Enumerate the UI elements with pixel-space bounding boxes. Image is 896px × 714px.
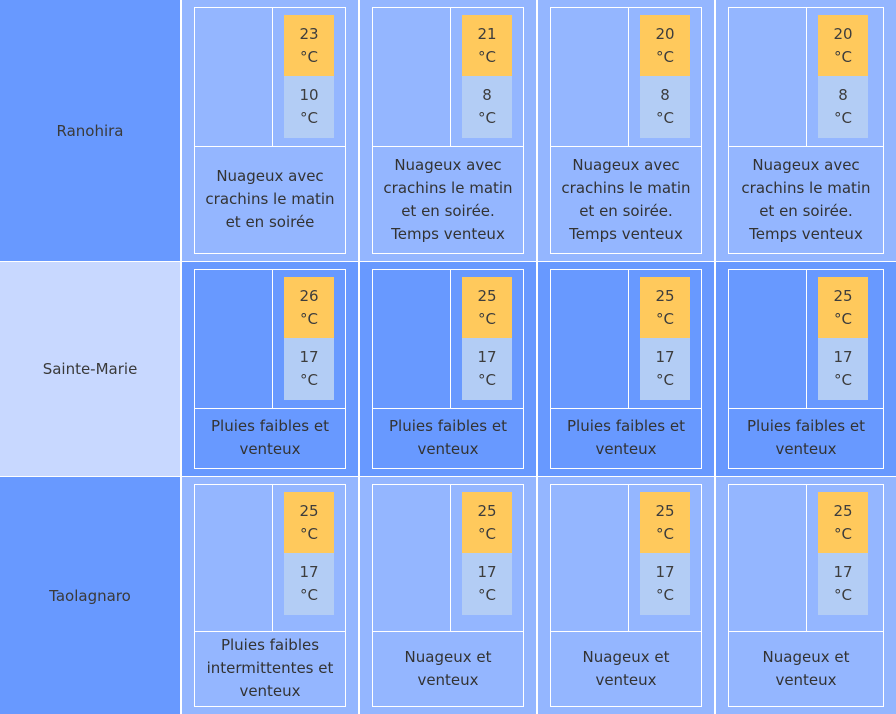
weather-icon: [373, 485, 451, 631]
forecast-cell: 25 °C 17 °C Pluies faibles et venteux: [715, 262, 896, 476]
temperature-panel: 25 °C 17 °C: [729, 270, 883, 409]
forecast-cell: 25 °C 17 °C Nuageux et venteux: [537, 477, 714, 714]
temperature-panel: 25 °C 17 °C: [373, 485, 523, 632]
max-temp: 25 °C: [640, 277, 690, 338]
max-temp: 23 °C: [284, 15, 334, 76]
city-name: Sainte-Marie: [0, 262, 180, 476]
forecast-cell: 25 °C 17 °C Pluies faibles et venteux: [359, 262, 536, 476]
weather-description: Pluies faibles et venteux: [567, 417, 685, 458]
forecast-card: 25 °C 17 °C Pluies faibles intermittente…: [194, 484, 346, 707]
weather-description: Pluies faibles et venteux: [389, 417, 507, 458]
forecast-row-sainte-marie: Sainte-Marie 26 °C 17 °C Pluies faibles …: [0, 262, 896, 476]
max-temp: 21 °C: [462, 15, 512, 76]
weather-description: Nuageux et venteux: [762, 647, 850, 689]
min-temp: 17 °C: [818, 553, 868, 615]
temperature-panel: 23 °C 10 °C: [195, 8, 345, 147]
weather-description: Nuageux avec crachins le matin et en soi…: [205, 167, 335, 231]
max-temp: 25 °C: [462, 492, 512, 553]
forecast-card: 25 °C 17 °C Nuageux et venteux: [550, 484, 702, 707]
weather-icon: [729, 270, 807, 408]
forecast-row-ranohira: Ranohira 23 °C 10 °C Nuageux avec crachi…: [0, 0, 896, 261]
min-temp: 17 °C: [640, 553, 690, 615]
min-temp: 17 °C: [462, 338, 512, 400]
forecast-card: 20 °C 8 °C Nuageux avec crachins le mati…: [728, 7, 884, 254]
max-temp: 25 °C: [640, 492, 690, 553]
weather-icon: [195, 270, 273, 408]
forecast-cell: 20 °C 8 °C Nuageux avec crachins le mati…: [715, 0, 896, 261]
weather-icon: [551, 270, 629, 408]
city-name: Taolagnaro: [0, 477, 180, 714]
forecast-cell: 25 °C 17 °C Nuageux et venteux: [359, 477, 536, 714]
forecast-cell: 23 °C 10 °C Nuageux avec crachins le mat…: [181, 0, 358, 261]
temperature-panel: 25 °C 17 °C: [551, 485, 701, 632]
min-temp: 10 °C: [284, 76, 334, 138]
weather-icon: [195, 8, 273, 146]
weather-description: Nuageux et venteux: [404, 647, 492, 689]
max-temp: 25 °C: [284, 492, 334, 553]
max-temp: 25 °C: [462, 277, 512, 338]
weather-description: Nuageux avec crachins le matin et en soi…: [741, 155, 871, 243]
weather-icon: [551, 485, 629, 631]
city-name: Ranohira: [0, 0, 180, 261]
forecast-cell: 26 °C 17 °C Pluies faibles et venteux: [181, 262, 358, 476]
min-temp: 17 °C: [640, 338, 690, 400]
forecast-cell: 20 °C 8 °C Nuageux avec crachins le mati…: [537, 0, 714, 261]
temperature-panel: 21 °C 8 °C: [373, 8, 523, 147]
forecast-card: 25 °C 17 °C Nuageux et venteux: [728, 484, 884, 707]
min-temp: 17 °C: [284, 338, 334, 400]
forecast-card: 23 °C 10 °C Nuageux avec crachins le mat…: [194, 7, 346, 254]
weather-icon: [551, 8, 629, 146]
min-temp: 8 °C: [818, 76, 868, 138]
temperature-panel: 25 °C 17 °C: [195, 485, 345, 632]
min-temp: 8 °C: [640, 76, 690, 138]
max-temp: 25 °C: [818, 492, 868, 553]
weather-icon: [195, 485, 273, 631]
temperature-panel: 26 °C 17 °C: [195, 270, 345, 409]
temperature-panel: 20 °C 8 °C: [729, 8, 883, 147]
weather-description: Pluies faibles et venteux: [211, 417, 329, 458]
temperature-panel: 25 °C 17 °C: [373, 270, 523, 409]
min-temp: 17 °C: [462, 553, 512, 615]
forecast-card: 25 °C 17 °C Pluies faibles et venteux: [728, 269, 884, 469]
max-temp: 25 °C: [818, 277, 868, 338]
weather-description: Nuageux et venteux: [582, 647, 670, 689]
max-temp: 20 °C: [818, 15, 868, 76]
forecast-cell: 21 °C 8 °C Nuageux avec crachins le mati…: [359, 0, 536, 261]
min-temp: 8 °C: [462, 76, 512, 138]
min-temp: 17 °C: [284, 553, 334, 615]
weather-icon: [373, 8, 451, 146]
min-temp: 17 °C: [818, 338, 868, 400]
forecast-row-taolagnaro: Taolagnaro 25 °C 17 °C Pluies faibles in…: [0, 477, 896, 714]
forecast-cell: 25 °C 17 °C Pluies faibles et venteux: [537, 262, 714, 476]
forecast-card: 25 °C 17 °C Nuageux et venteux: [372, 484, 524, 707]
forecast-cell: 25 °C 17 °C Pluies faibles intermittente…: [181, 477, 358, 714]
forecast-cell: 25 °C 17 °C Nuageux et venteux: [715, 477, 896, 714]
max-temp: 20 °C: [640, 15, 690, 76]
weather-description: Pluies faibles intermittentes et venteux: [206, 636, 334, 700]
weather-description: Nuageux avec crachins le matin et en soi…: [561, 155, 691, 243]
weather-icon: [729, 8, 807, 146]
weather-description: Nuageux avec crachins le matin et en soi…: [383, 155, 513, 243]
weather-icon: [729, 485, 807, 631]
forecast-card: 21 °C 8 °C Nuageux avec crachins le mati…: [372, 7, 524, 254]
forecast-card: 20 °C 8 °C Nuageux avec crachins le mati…: [550, 7, 702, 254]
forecast-card: 26 °C 17 °C Pluies faibles et venteux: [194, 269, 346, 469]
weather-icon: [373, 270, 451, 408]
forecast-card: 25 °C 17 °C Pluies faibles et venteux: [550, 269, 702, 469]
temperature-panel: 25 °C 17 °C: [729, 485, 883, 632]
temperature-panel: 20 °C 8 °C: [551, 8, 701, 147]
forecast-card: 25 °C 17 °C Pluies faibles et venteux: [372, 269, 524, 469]
weather-description: Pluies faibles et venteux: [747, 417, 865, 458]
temperature-panel: 25 °C 17 °C: [551, 270, 701, 409]
max-temp: 26 °C: [284, 277, 334, 338]
